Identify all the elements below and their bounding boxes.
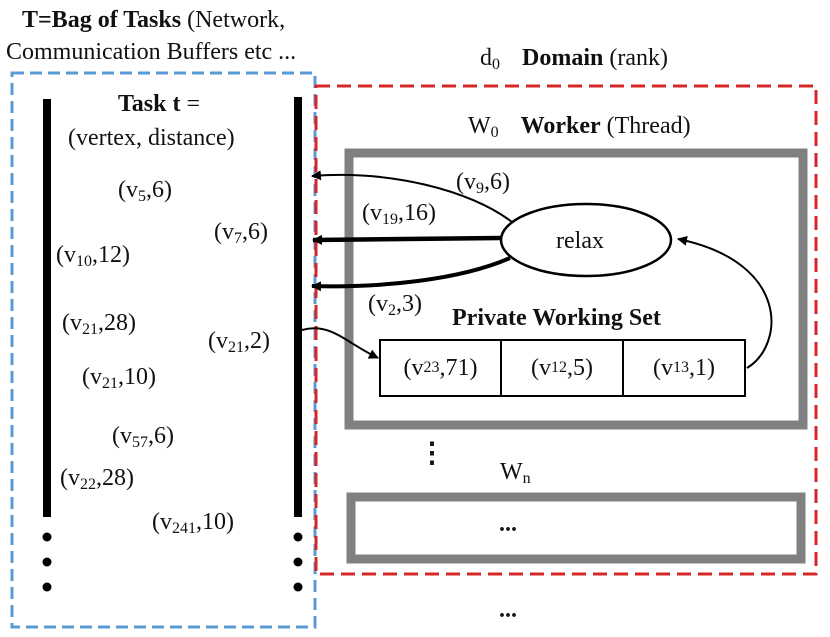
bag-task-sub: 21 — [102, 375, 118, 392]
bag-task-sub: 21 — [82, 321, 98, 338]
bag-right-dot — [293, 557, 303, 567]
pws-cell-sub: 12 — [551, 359, 567, 376]
bag-task-val: 28 — [102, 465, 126, 491]
worker-symbol: W — [468, 113, 491, 139]
arrow-bag-to-pws — [301, 327, 379, 359]
bag-title-bold: T=Bag of Tasks — [22, 7, 182, 33]
domains-dots: ... — [499, 597, 517, 623]
arrow-task: (v2,3) — [368, 291, 422, 319]
column-task-sub: 7 — [234, 230, 242, 247]
arrow-task: (v19,16) — [362, 200, 436, 228]
column-task: (v21,2) — [208, 328, 270, 356]
arrow-task-sub: 9 — [476, 180, 484, 197]
bag-task: (v21,10) — [82, 364, 156, 392]
pws-cell-val: 5 — [573, 354, 585, 381]
bag-left-dot — [42, 582, 52, 592]
bag-task-val: 10 — [202, 509, 226, 535]
pws-cell-sub: 13 — [673, 359, 689, 376]
worker-subscript: 0 — [490, 124, 499, 141]
arrow-task-val: 6 — [490, 169, 502, 195]
bag-task: (v5,6) — [118, 177, 172, 205]
worker-n-symbol: W — [500, 459, 523, 485]
relax-label: relax — [556, 228, 604, 254]
bag-task-val: 12 — [98, 242, 122, 268]
task-bold: Task t — [118, 91, 181, 117]
pws-cell-val: 71 — [445, 354, 470, 381]
arrow-relax-to-bag-bottom — [311, 256, 511, 292]
worker-label: W0 Worker (Thread) — [468, 114, 691, 141]
bag-task-sub: 5 — [138, 188, 146, 205]
bag-title-line2: Communication Buffers etc ... — [6, 39, 297, 65]
bag-task: (v241,10) — [152, 509, 234, 537]
bag-right-dot — [293, 532, 303, 542]
bag-title: T=Bag of Tasks (Network, — [22, 8, 285, 32]
task-label-line2: (vertex, distance) — [68, 125, 235, 151]
domain-label: d0 Domain (rank) — [480, 46, 668, 73]
bag-task: (v57,6) — [112, 423, 174, 451]
bag-left-dot — [42, 557, 52, 567]
bag-right-dot — [293, 582, 303, 592]
worker-rest: (Thread) — [600, 113, 691, 139]
domain-rest: (rank) — [603, 45, 668, 71]
domain-box — [314, 84, 818, 576]
pws-cell-val: 1 — [695, 354, 707, 381]
bag-task: (v22,28) — [60, 465, 134, 493]
domain-subscript: 0 — [492, 56, 500, 73]
arrow-relax-to-bag-middle — [312, 234, 502, 245]
pws-cell-sub: 23 — [423, 359, 440, 376]
arrow-pws-to-relax — [677, 235, 773, 369]
arrow-task-val: 16 — [404, 200, 428, 226]
bag-task-val: 6 — [154, 423, 166, 449]
bag-task-val: 10 — [124, 364, 148, 390]
column-task-val: 2 — [250, 328, 262, 354]
bag-task: (v21,28) — [62, 310, 136, 338]
bag-task-sub: 57 — [132, 434, 148, 451]
arrow-task-sub: 19 — [382, 211, 398, 228]
arrow-task: (v9,6) — [456, 169, 510, 197]
worker-n-box — [346, 492, 806, 564]
worker-0-box — [344, 148, 808, 430]
worker-n-subscript: n — [522, 470, 531, 487]
bag-task-sub: 10 — [76, 253, 92, 270]
bag-task-val: 6 — [152, 177, 164, 203]
bag-task: (v10,12) — [56, 242, 130, 270]
domain-symbol: d — [480, 45, 492, 71]
pws-title: Private Working Set — [452, 305, 661, 331]
worker-bold: Worker — [520, 113, 601, 139]
task-label: Task t = — [118, 92, 200, 116]
bag-left-dot — [42, 532, 52, 542]
worker-n-dots: ... — [499, 511, 517, 537]
domain-bold: Domain — [522, 45, 604, 71]
arrow-task-sub: 2 — [388, 302, 396, 319]
arrow-relax-to-bag-top — [311, 170, 513, 223]
column-task-val: 6 — [248, 219, 260, 245]
private-working-set-table — [379, 339, 746, 397]
bag-task-sub: 241 — [172, 520, 196, 537]
bag-title-rest: (Network, — [181, 7, 286, 33]
column-task-sub: 21 — [228, 339, 244, 356]
arrow-task-val: 3 — [402, 291, 414, 317]
bag-task-sub: 22 — [80, 476, 96, 493]
column-task: (v7,6) — [214, 219, 268, 247]
task-eq: = — [180, 91, 201, 117]
worker-vdots: ⋮ — [418, 438, 446, 469]
worker-n-label: Wn — [500, 460, 531, 487]
bag-task-val: 28 — [104, 310, 128, 336]
